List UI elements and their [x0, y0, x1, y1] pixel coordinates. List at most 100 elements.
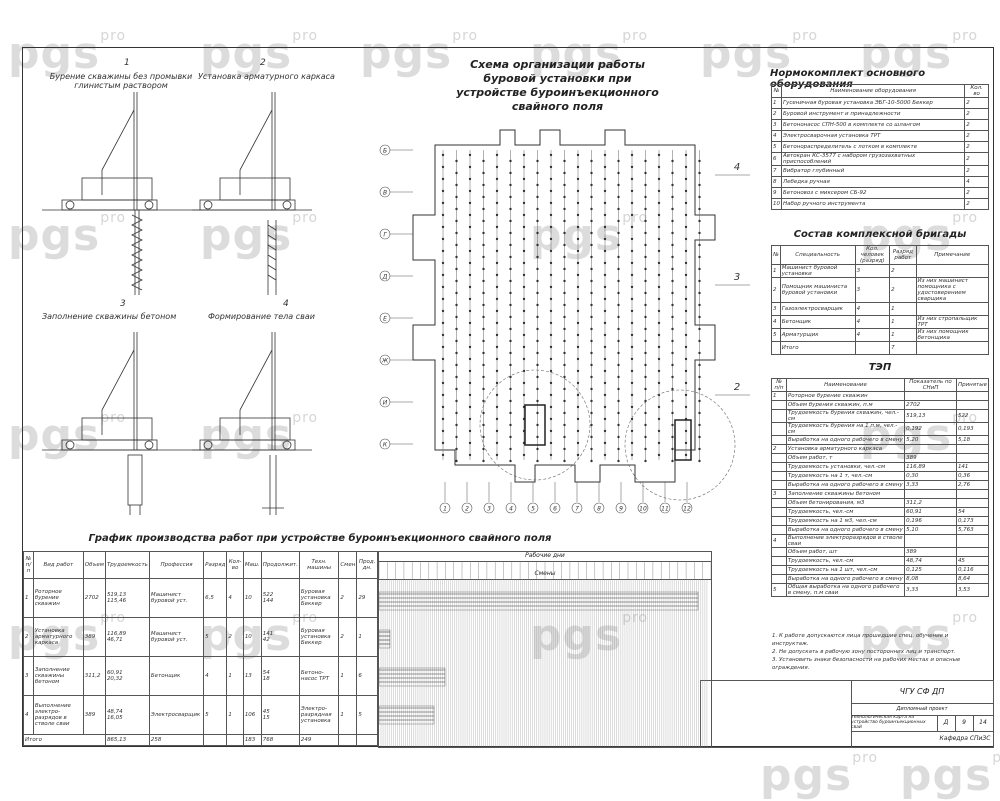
- pile-point: [482, 279, 485, 283]
- pile-point: [522, 357, 526, 361]
- table-cell: 2: [771, 444, 787, 454]
- total-cell: [203, 734, 228, 746]
- pile-point: [482, 291, 485, 295]
- pile-point: [590, 231, 593, 235]
- axis-bubble: [483, 502, 495, 514]
- table-cell: 0,196: [904, 516, 957, 526]
- pile-point: [549, 453, 553, 457]
- pile-point: [441, 213, 445, 217]
- schedule-cell: Роторное бурение скважин: [32, 578, 84, 618]
- table-cell: [771, 507, 787, 517]
- pile-point: [536, 423, 539, 427]
- pile-point: [644, 375, 647, 379]
- pile-point: [603, 441, 607, 445]
- axis-label: 10: [639, 506, 647, 513]
- pile-point: [630, 225, 634, 229]
- pile-point: [468, 369, 472, 373]
- pile-point: [684, 225, 688, 229]
- table-cell: [771, 471, 787, 481]
- schedule-cell: 3: [23, 656, 34, 696]
- pile-point: [617, 375, 620, 379]
- stamp-org: ЧГУ СФ ДП: [851, 681, 993, 704]
- pile-point: [698, 195, 701, 199]
- pile-point: [482, 399, 485, 403]
- pile-point: [644, 363, 647, 367]
- table-cell: [915, 264, 990, 278]
- pile-point: [644, 279, 647, 283]
- schedule-cell: Заполнение скважины бетоном: [32, 656, 84, 696]
- table-cell: [771, 547, 787, 557]
- pile-point: [644, 459, 647, 463]
- pile-point: [630, 453, 634, 457]
- pile-point: [576, 393, 580, 397]
- stage-number: 1: [124, 58, 130, 68]
- pile-point: [563, 411, 566, 415]
- pile-point: [455, 387, 458, 391]
- pile-point: [468, 333, 472, 337]
- pile-point: [617, 327, 620, 331]
- pile-point: [549, 369, 553, 373]
- pile-point: [441, 273, 445, 277]
- pile-point: [657, 153, 661, 157]
- pile-point: [684, 177, 688, 181]
- gantt-area: Рабочие дни Смены: [378, 551, 712, 748]
- pile-grid: [441, 150, 701, 463]
- pile-point: [509, 219, 512, 223]
- table-header-cell: № п/п: [771, 378, 787, 392]
- pile-point: [536, 291, 539, 295]
- pile-point: [536, 171, 539, 175]
- table-header-cell: Наименование: [785, 378, 906, 392]
- pile-point: [563, 207, 566, 211]
- pile-point: [590, 435, 593, 439]
- watermark: pgspro: [8, 28, 127, 79]
- schedule-header-cell: Трудоемкость: [104, 551, 150, 579]
- pile-point: [684, 261, 688, 265]
- pile-point: [698, 399, 701, 403]
- table-cell: 2: [964, 198, 989, 210]
- pile-point: [630, 429, 634, 433]
- stage-number: 4: [283, 299, 289, 309]
- pile-point: [576, 213, 580, 217]
- table-cell: Из них стропальщик ТРТ: [915, 315, 990, 329]
- pile-point: [495, 417, 499, 421]
- pile-point: [644, 303, 647, 307]
- pile-point: [549, 165, 553, 169]
- table-cell: 8: [771, 176, 782, 188]
- pile-point: [495, 441, 499, 445]
- schedule-cell: Электросварщик: [148, 695, 205, 735]
- pile-point: [684, 309, 688, 313]
- pile-point: [657, 297, 661, 301]
- watermark: pgspro: [700, 28, 819, 79]
- pile-point: [590, 255, 593, 259]
- watermark: pgspro: [200, 28, 319, 79]
- pile-point: [603, 297, 607, 301]
- axis-label: 12: [683, 506, 691, 513]
- pile-point: [698, 171, 701, 175]
- pile-point: [671, 351, 674, 355]
- pile-point: [536, 267, 539, 271]
- table-cell: 4: [854, 328, 891, 342]
- pile-point: [590, 291, 593, 295]
- pile-point: [698, 267, 701, 271]
- pile-point: [495, 165, 499, 169]
- schedule-header-cell: № п/п: [23, 551, 34, 579]
- pile-point: [495, 213, 499, 217]
- pile-point: [455, 375, 458, 379]
- axis-bubble: [439, 502, 451, 514]
- schedule-cell: 1: [23, 578, 34, 618]
- pile-point: [671, 435, 674, 439]
- pile-point: [509, 171, 512, 175]
- pile-point: [536, 435, 539, 439]
- table-cell: Бетоновоз с миксером СБ-92: [780, 187, 966, 199]
- pile-point: [509, 387, 512, 391]
- pile-point: [684, 285, 688, 289]
- pile-point: [468, 153, 472, 157]
- pile-point: [617, 315, 620, 319]
- table-cell: Автокран КС-3577 с набором грузозахватны…: [780, 152, 966, 166]
- axis-label: 9: [619, 506, 623, 513]
- pile-point: [684, 405, 688, 409]
- pile-point: [549, 177, 553, 181]
